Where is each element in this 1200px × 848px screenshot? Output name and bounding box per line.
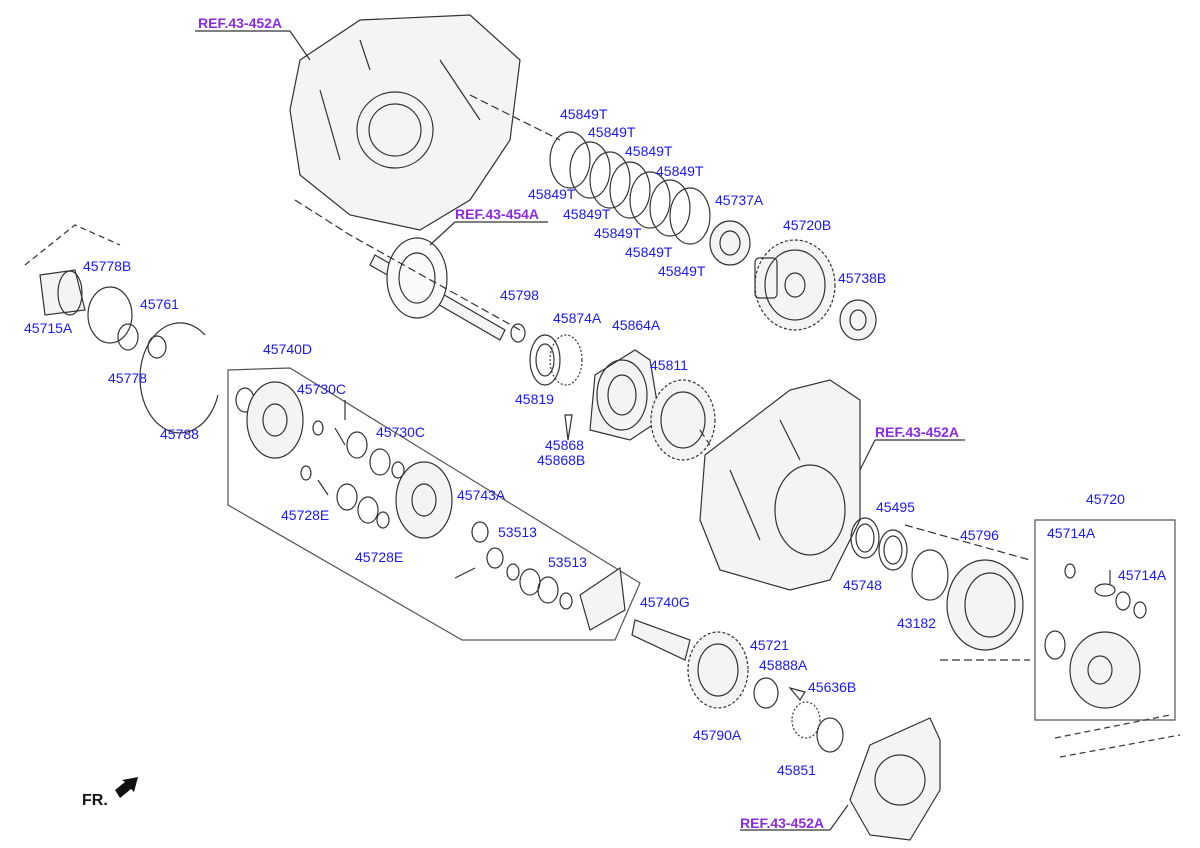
- part-label[interactable]: 45714A: [1118, 567, 1167, 583]
- front-direction-label: FR.: [82, 792, 108, 809]
- part-label[interactable]: 45743A: [457, 487, 506, 503]
- part-label[interactable]: 45730C: [376, 424, 426, 440]
- part-label[interactable]: 45811: [650, 357, 688, 373]
- gear-45720B-illustration: [754, 239, 836, 331]
- part-label[interactable]: 45849T: [528, 186, 576, 202]
- part-label[interactable]: 45849T: [588, 124, 636, 140]
- part-label[interactable]: 45730C: [297, 381, 347, 397]
- friction-ring-stack-illustration: [549, 131, 711, 245]
- ref-label-bottom[interactable]: REF.43-452A: [740, 815, 825, 831]
- transmission-case-mid-illustration: [699, 379, 861, 591]
- part-label[interactable]: 45720B: [783, 217, 832, 233]
- part-label[interactable]: 45715A: [24, 320, 73, 336]
- part-label[interactable]: 45778: [108, 370, 147, 386]
- part-label[interactable]: 43182: [897, 615, 936, 631]
- part-label[interactable]: 45790A: [693, 727, 742, 743]
- part-label[interactable]: 45720: [1086, 491, 1125, 507]
- part-label[interactable]: 45849T: [658, 263, 706, 279]
- part-label[interactable]: 45728E: [281, 507, 330, 523]
- part-label[interactable]: 45798: [500, 287, 539, 303]
- part-label[interactable]: 45849T: [625, 143, 673, 159]
- part-label[interactable]: 45788: [160, 426, 199, 442]
- part-label[interactable]: 53513: [498, 524, 537, 540]
- part-label[interactable]: 45849T: [625, 244, 673, 260]
- bearing-45737A-illustration: [709, 220, 751, 266]
- part-label[interactable]: 45888A: [759, 657, 808, 673]
- part-label[interactable]: 45851: [777, 762, 816, 778]
- part-label[interactable]: 45849T: [563, 206, 611, 222]
- front-direction-arrow: [115, 777, 138, 798]
- ref-label-top[interactable]: REF.43-452A: [198, 15, 283, 31]
- transmission-case-top-illustration: [289, 14, 521, 231]
- part-label[interactable]: 45495: [876, 499, 915, 515]
- part-label[interactable]: 45778B: [83, 258, 132, 274]
- part-label[interactable]: 45714A: [1047, 525, 1096, 541]
- part-label[interactable]: 45874A: [553, 310, 602, 326]
- main-shaft-illustration: [369, 237, 506, 341]
- part-label[interactable]: 45738B: [838, 270, 887, 286]
- transmission-case-bottom-illustration: [849, 717, 941, 841]
- part-label[interactable]: 45849T: [560, 106, 608, 122]
- part-label[interactable]: 45740D: [263, 341, 313, 357]
- part-label[interactable]: 45721: [750, 637, 789, 653]
- part-label[interactable]: 45819: [515, 391, 554, 407]
- part-label[interactable]: 53513: [548, 554, 587, 570]
- ref-label-mid[interactable]: REF.43-452A: [875, 424, 960, 440]
- part-label[interactable]: 45868: [545, 437, 584, 453]
- part-label[interactable]: 45740G: [640, 594, 690, 610]
- part-label[interactable]: 45748: [843, 577, 882, 593]
- part-label[interactable]: 45728E: [355, 549, 404, 565]
- part-label[interactable]: 45761: [140, 296, 179, 312]
- part-label[interactable]: 45636B: [808, 679, 857, 695]
- part-label[interactable]: 45849T: [656, 163, 704, 179]
- part-label[interactable]: 45864A: [612, 317, 661, 333]
- part-label[interactable]: 45796: [960, 527, 999, 543]
- ref-label-shaft[interactable]: REF.43-454A: [455, 206, 540, 222]
- clutch-drum-45796-illustration: [946, 559, 1024, 651]
- part-label[interactable]: 45737A: [715, 192, 764, 208]
- part-label[interactable]: 45849T: [594, 225, 642, 241]
- part-label[interactable]: 45868B: [537, 452, 586, 468]
